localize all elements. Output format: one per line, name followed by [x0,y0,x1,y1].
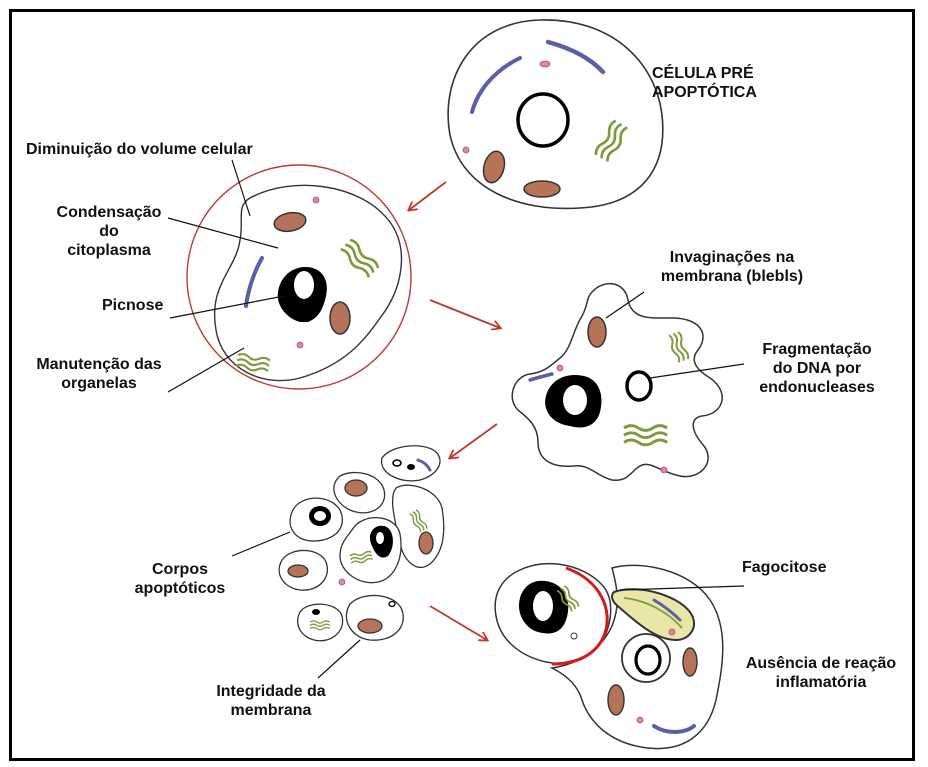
engulfed-nucleus [533,591,553,621]
mitochondrion [345,480,367,496]
label-line: Ausência de reação [736,654,906,673]
lysosome [557,365,563,371]
lysosome [661,467,667,473]
label-no-inflammation: Ausência de reação inflamatória [736,654,906,692]
label-dna-fragmentation: Fragmentação do DNA por endonucleases [742,340,892,397]
mitochondrion [358,619,382,633]
label-line: inflamatória [736,673,906,692]
progression-arrows [409,182,500,640]
lysosome [297,342,303,348]
label-line: citoplasma [44,241,174,260]
label-line: CÉLULA PRÉ [652,64,757,83]
label-line: Manutenção das [24,355,174,374]
arrow-to-phagocytosis [430,606,487,640]
apoptotic-bodies [279,446,444,641]
label-membrane-integrity: Integridade da membrana [196,682,346,720]
label-line: Corpos [120,560,240,579]
pyknotic-nucleus [294,271,314,299]
mitochondrion [288,565,308,577]
label-line: do DNA por [742,359,892,378]
mitochondrion [588,317,606,347]
lysosome [540,61,550,67]
arrow-to-bodies [450,424,497,458]
label-line: membrana [196,701,346,720]
label-line: membrana (blebls) [632,267,832,286]
label-line: organelas [24,374,174,393]
label-apoptotic-bodies: Corpos apoptóticos [120,560,240,598]
mitochondrion [524,181,560,197]
mitochondrion [608,685,624,715]
label-volume-decrease: Diminuição do volume celular [26,140,253,159]
lysosome [463,147,469,153]
lysosome [313,197,319,203]
phagocytosis-scene [495,564,723,749]
arrow-to-shrinking [409,182,446,210]
label-cytoplasm-condensation: Condensação do citoplasma [44,203,174,260]
label-organelle-maintenance: Manutenção das organelas [24,355,174,393]
label-line: Integridade da [196,682,346,701]
label-line: apoptóticos [120,579,240,598]
label-line: Invaginações na [632,248,832,267]
shrinking-cell [187,165,411,389]
mitochondrion [419,532,433,554]
mitochondrion [330,302,350,334]
label-pre-apoptotic-cell: CÉLULA PRÉ APOPTÓTICA [652,64,757,102]
label-line: endonucleases [742,378,892,397]
arrow-to-blebbing [430,300,500,328]
label-line: Condensação [44,203,174,222]
label-pyknosis: Picnose [102,296,163,315]
label-phagocytosis: Fagocitose [742,558,826,577]
label-line: do [44,222,174,241]
mitochondrion [683,648,697,676]
blebbing-cell [512,284,722,481]
label-line: Fragmentação [742,340,892,359]
label-blebs: Invaginações na membrana (blebls) [632,248,832,286]
label-line: APOPTÓTICA [652,83,757,102]
pre-apoptotic-cell [448,20,663,209]
